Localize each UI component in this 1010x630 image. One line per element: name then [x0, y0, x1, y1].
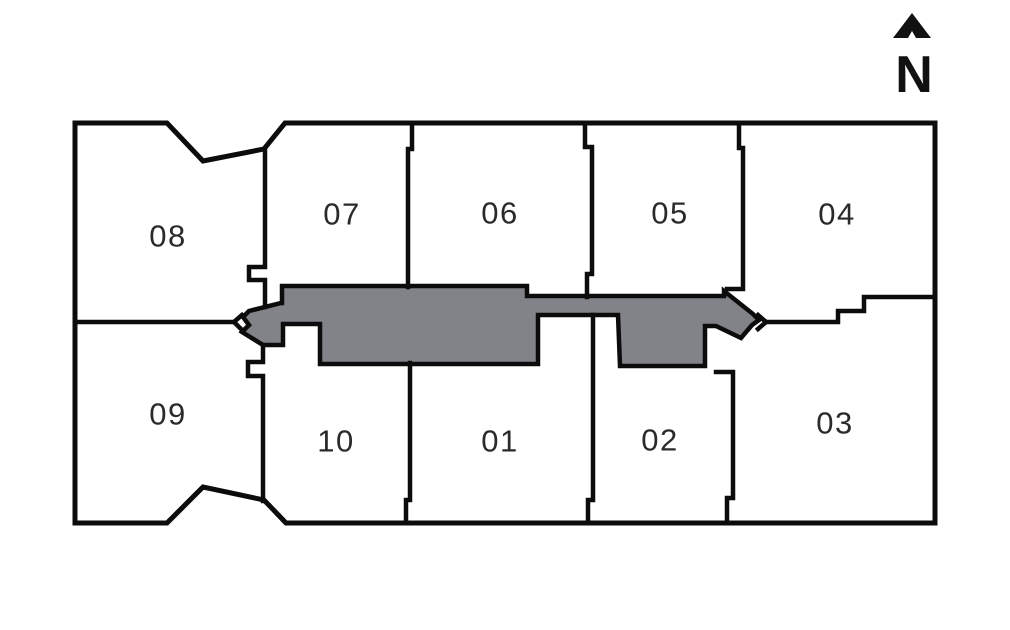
unit-label-10: 10: [317, 424, 354, 459]
north-arrow-icon: [893, 13, 931, 38]
corridor-region: [238, 283, 763, 369]
unit-label-05: 05: [651, 196, 688, 231]
interior-walls: [72, 120, 938, 526]
building-outline: [72, 120, 938, 526]
unit-label-09: 09: [149, 397, 186, 432]
unit-label-04: 04: [818, 197, 855, 232]
unit-label-08: 08: [149, 219, 186, 254]
unit-label-07: 07: [323, 197, 360, 232]
unit-label-03: 03: [816, 406, 853, 441]
north-label: N: [895, 46, 933, 104]
unit-label-02: 02: [641, 423, 678, 458]
unit-label-01: 01: [481, 424, 518, 459]
north-compass: N: [893, 13, 933, 104]
unit-label-06: 06: [481, 196, 518, 231]
